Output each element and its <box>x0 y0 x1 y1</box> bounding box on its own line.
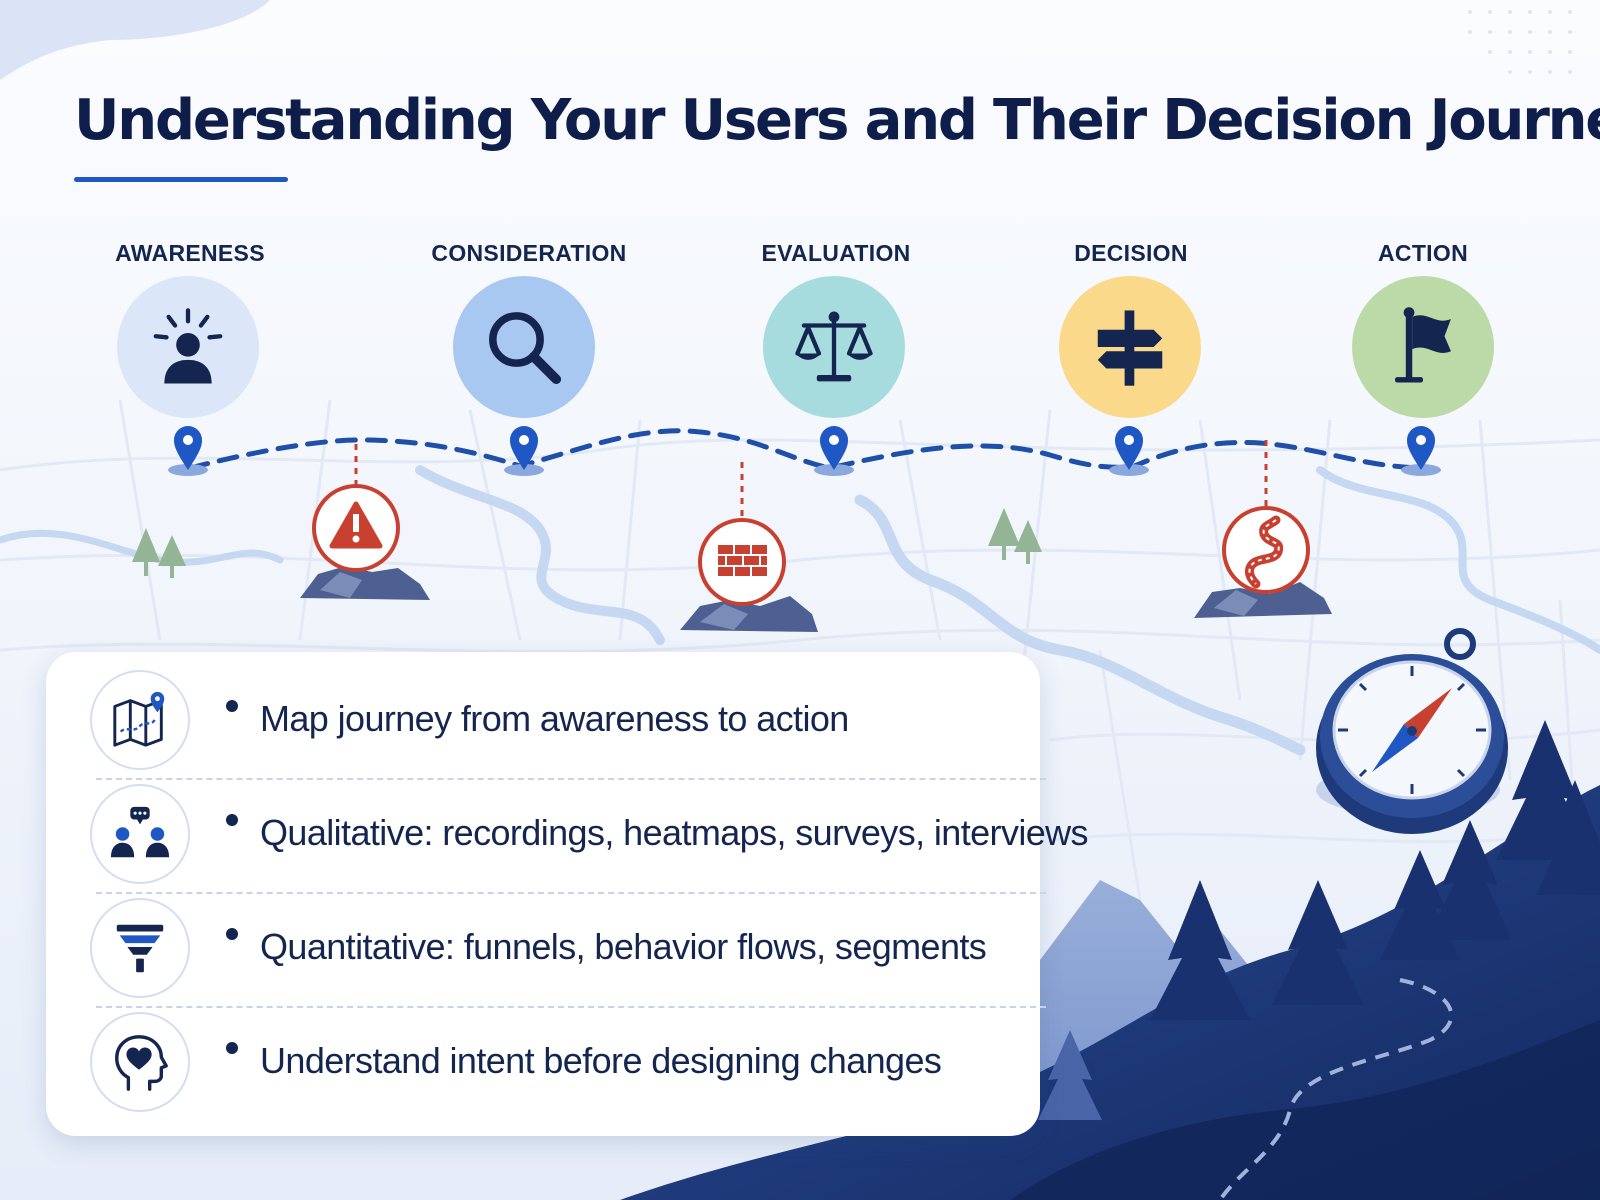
small-pine-trees <box>132 508 1042 578</box>
hill-shade <box>1010 1020 1600 1200</box>
key-points-card: Map journey from awareness to action Qua… <box>46 652 1089 1136</box>
funnel-icon <box>116 924 164 973</box>
head-heart-icon <box>115 1035 168 1091</box>
stage-label-action: ACTION <box>1378 240 1468 266</box>
point-text: Qualitative: recordings, heatmaps, surve… <box>260 812 1089 853</box>
balance-scale-icon <box>795 311 873 382</box>
stage-label-decision: DECISION <box>1074 240 1188 266</box>
divider <box>96 778 1046 780</box>
pine-trees <box>1038 720 1600 1120</box>
list-item: Qualitative: recordings, heatmaps, surve… <box>46 784 1089 884</box>
title-underline <box>74 177 288 182</box>
row-icon-intent <box>90 1012 190 1112</box>
corner-blob <box>0 0 270 80</box>
journey-map-icon <box>113 691 165 747</box>
foreground-hill <box>620 785 1600 1200</box>
row-icon-qualitative <box>90 784 190 884</box>
page-title: Understanding Your Users and Their Decis… <box>74 88 1600 153</box>
stage-action <box>1352 276 1494 418</box>
divider <box>96 1006 1046 1008</box>
row-icon-map <box>90 670 190 770</box>
stage-decision <box>1059 276 1201 418</box>
bullet <box>226 814 238 826</box>
bullet <box>226 928 238 940</box>
point-text: Understand intent before designing chang… <box>260 1040 942 1081</box>
list-item: Understand intent before designing chang… <box>46 1012 1040 1112</box>
hill-trail <box>1218 978 1454 1200</box>
person-spark-icon <box>153 308 223 384</box>
stage-label-evaluation: EVALUATION <box>761 240 911 266</box>
point-text: Map journey from awareness to action <box>260 698 849 739</box>
river <box>0 465 1600 756</box>
conversation-people-icon <box>110 806 170 858</box>
list-item: Quantitative: funnels, behavior flows, s… <box>46 898 1040 998</box>
dot-texture <box>1468 10 1572 74</box>
divider <box>96 892 1046 894</box>
stage-label-consideration: CONSIDERATION <box>431 240 627 266</box>
journey-path <box>187 428 1423 471</box>
flag-icon <box>1395 307 1451 383</box>
bullet <box>226 700 238 712</box>
stage-consideration <box>453 276 595 418</box>
signpost-icon <box>1097 310 1163 386</box>
stage-label-awareness: AWARENESS <box>115 240 265 266</box>
stage-awareness <box>117 276 259 418</box>
stage-evaluation <box>763 276 905 418</box>
point-text: Quantitative: funnels, behavior flows, s… <box>260 926 987 967</box>
row-icon-quantitative <box>90 898 190 998</box>
bullet <box>226 1042 238 1054</box>
magnifier-icon <box>489 312 562 385</box>
list-item: Map journey from awareness to action <box>46 670 1040 770</box>
